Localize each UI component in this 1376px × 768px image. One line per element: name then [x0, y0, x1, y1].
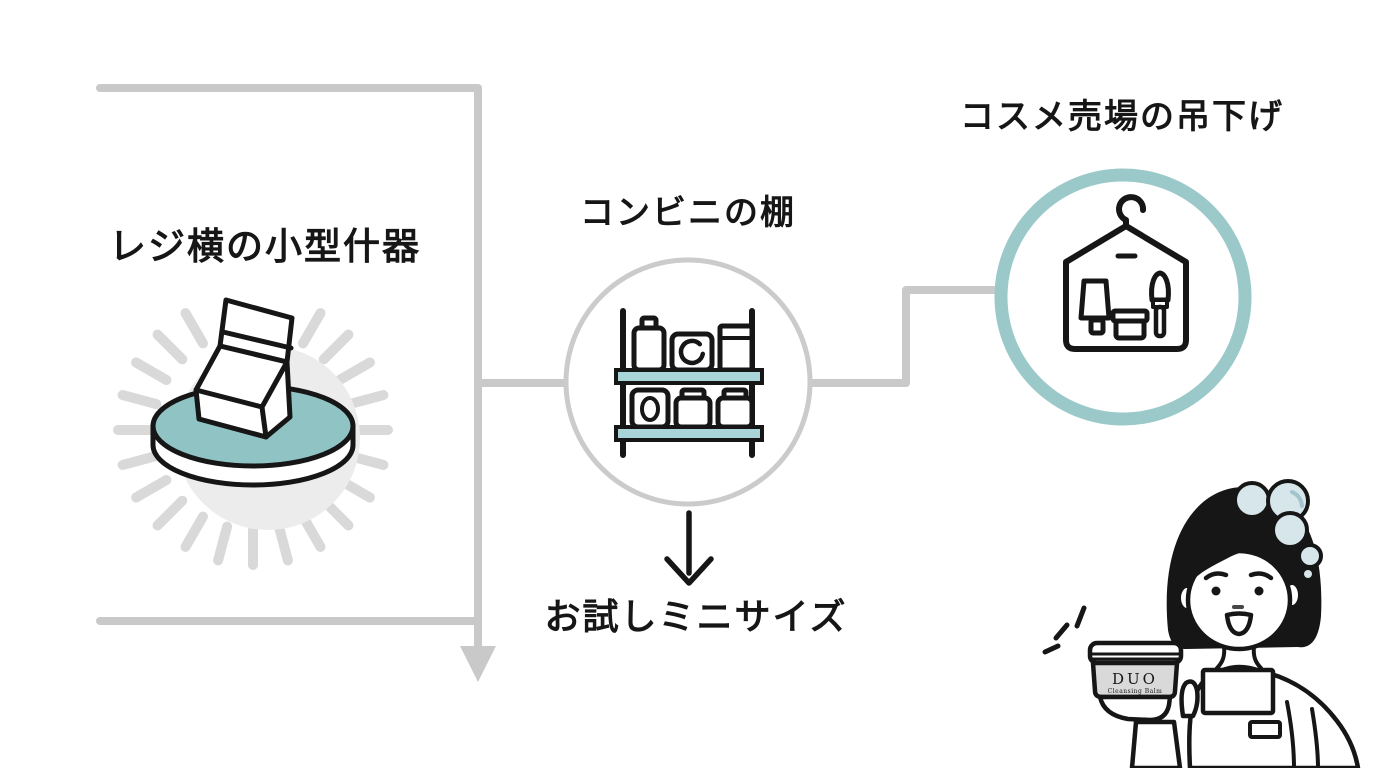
connector-shelf-to-hanging	[806, 286, 1002, 387]
makeup-brush	[1149, 270, 1171, 339]
jar-product-name-text: Cleansing Balm	[1108, 688, 1163, 695]
cosmetic-jar	[1110, 308, 1150, 341]
jar-brand-text: DUO	[1112, 670, 1158, 688]
soap-bubbles	[1233, 479, 1323, 582]
store-shelf-icon	[563, 257, 813, 507]
label-convenience-shelf: コンビニの棚	[580, 194, 796, 232]
fingers	[1097, 694, 1173, 723]
body-with-apron	[1186, 644, 1361, 768]
shelf-unit	[614, 308, 764, 458]
sparkle-dashes	[1042, 605, 1087, 655]
arm-seams	[1285, 700, 1320, 768]
label-hanging-display: コスメ売場の吊下げ	[960, 98, 1284, 136]
duo-jar: DUO Cleansing Balm	[1087, 640, 1184, 700]
hanger-hook	[1116, 194, 1147, 230]
bubble-shine	[1290, 490, 1304, 508]
woman-holding-product-illustration: DUO Cleansing Balm	[1042, 479, 1361, 768]
down-arrow-icon	[664, 510, 714, 586]
wrist	[1129, 719, 1183, 768]
label-register-fixture: レジ横の小型什器	[109, 226, 421, 267]
eyebrows	[1203, 571, 1274, 581]
mouth	[1224, 611, 1254, 637]
hanging-pack	[1063, 194, 1189, 352]
eye-left	[1211, 586, 1221, 596]
bangs	[1191, 524, 1290, 582]
thumb	[1179, 679, 1200, 719]
apron-bib	[1200, 667, 1276, 716]
gray-down-arrowhead	[460, 646, 496, 682]
hand-holding-jar	[1097, 679, 1200, 768]
bracket-top-right-line	[96, 84, 482, 654]
head	[1166, 479, 1323, 652]
eye-right	[1254, 586, 1264, 596]
hanger-cosmetics-icon	[994, 168, 1252, 426]
counter-display-icon	[90, 297, 425, 603]
apron-pocket	[1248, 720, 1282, 739]
cosmetic-tube	[1078, 278, 1112, 336]
display-stand	[193, 297, 295, 440]
label-trial-mini-size: お試しミニサイズ	[544, 596, 848, 637]
